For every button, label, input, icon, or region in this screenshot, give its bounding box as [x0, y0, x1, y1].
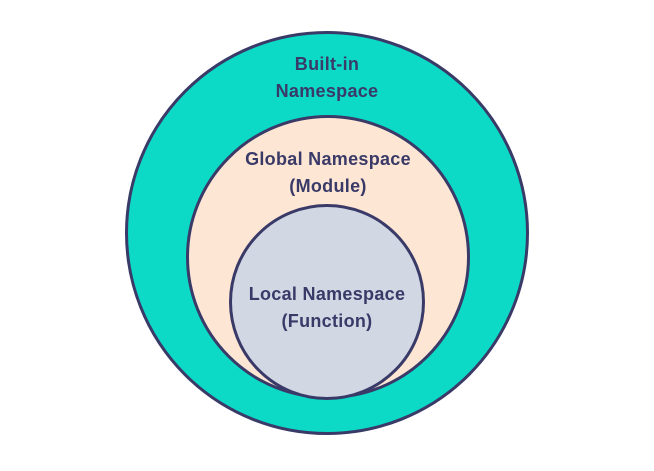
- builtin-namespace-label: Built-in Namespace: [128, 51, 526, 105]
- local-namespace-label-line1: Local Namespace: [248, 284, 406, 304]
- local-namespace-label-line2: (Function): [281, 311, 373, 331]
- builtin-namespace-label-line1: Built-in: [294, 54, 360, 74]
- global-namespace-label-line2: (Module): [289, 176, 367, 196]
- global-namespace-label: Global Namespace (Module): [189, 146, 467, 200]
- global-namespace-label-line1: Global Namespace: [245, 149, 411, 169]
- local-namespace-circle: Local Namespace (Function): [229, 204, 425, 400]
- local-namespace-label: Local Namespace (Function): [232, 281, 422, 335]
- builtin-namespace-label-line2: Namespace: [275, 81, 379, 101]
